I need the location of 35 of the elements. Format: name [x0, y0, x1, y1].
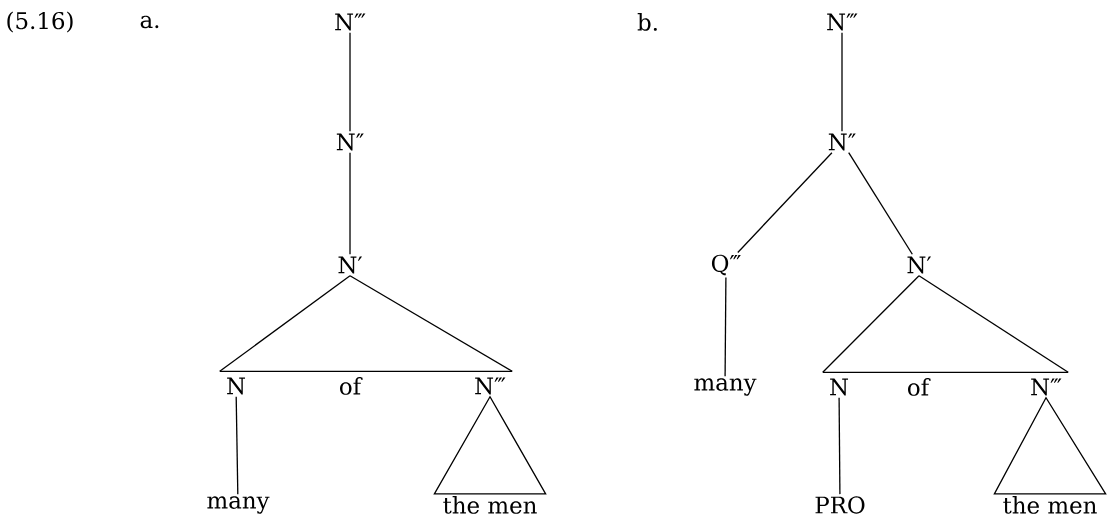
- category-label: N′: [907, 256, 932, 274]
- category-label: N: [227, 377, 246, 395]
- tree-word: the men: [1003, 496, 1097, 514]
- category-label: Q‴: [711, 254, 741, 276]
- branch-line: [848, 152, 913, 255]
- tree-word: many: [694, 378, 757, 396]
- branch-line: [235, 396, 239, 495]
- subfigure-label: a.: [140, 15, 159, 29]
- tree-word: of: [340, 377, 363, 395]
- category-label: N″: [336, 133, 364, 151]
- category-label: N″: [828, 133, 856, 151]
- branch-line: [349, 275, 513, 372]
- branch-line: [724, 276, 727, 377]
- tree-word: the men: [443, 496, 537, 514]
- tree-word: PRO: [815, 496, 865, 514]
- tree-word: of: [908, 378, 931, 396]
- branch-line: [349, 152, 351, 255]
- category-label: N: [830, 378, 848, 396]
- category-label: N‴: [1031, 378, 1062, 396]
- example-number: (5.16): [7, 11, 73, 33]
- category-label: N‴: [827, 13, 858, 31]
- branch-line: [737, 152, 833, 254]
- branch-line: [822, 275, 920, 373]
- branch-line: [918, 275, 1069, 373]
- branch-line: [841, 32, 843, 132]
- category-label: N‴: [335, 13, 366, 31]
- branch-line: [219, 275, 351, 372]
- branch-line: [349, 32, 351, 132]
- branch-line: [838, 397, 841, 495]
- roof-base-line: [822, 371, 1069, 373]
- category-label: N‴: [475, 377, 506, 395]
- tree-word: many: [207, 496, 270, 514]
- subfigure-label: b.: [637, 13, 657, 31]
- category-label: N′: [338, 256, 363, 274]
- roof-base-line: [219, 370, 513, 372]
